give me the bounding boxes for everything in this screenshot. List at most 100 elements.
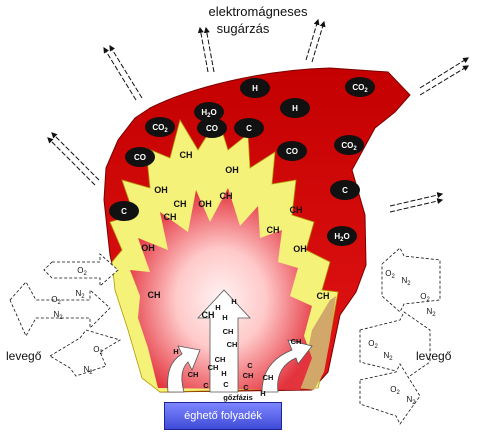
- molecule-10: CO: [197, 118, 227, 138]
- molecule-7: C: [234, 118, 264, 138]
- rad-arrow-2: [203, 26, 215, 73]
- vapor-species-13: CH: [263, 373, 274, 382]
- radiation-arrows: [47, 18, 470, 213]
- rad-arrow-7: [47, 137, 96, 186]
- svg-text:C: C: [342, 186, 348, 195]
- molecule-2: H: [240, 78, 270, 98]
- air-arrow-left-2: [9, 281, 111, 337]
- molecule-1: CO2: [145, 117, 175, 137]
- rad-arrow-10: [419, 57, 470, 89]
- svg-text:CO: CO: [286, 147, 298, 156]
- molecule-6: CO2: [334, 135, 364, 155]
- radical-10: CH: [290, 205, 303, 215]
- svg-text:H2O: H2O: [201, 108, 216, 119]
- svg-text:CO2: CO2: [341, 141, 357, 152]
- radical-7: OH: [198, 199, 212, 209]
- vapor-species-9: C: [203, 381, 209, 390]
- radical-12: CH: [267, 225, 280, 235]
- vapor-species-7: CH: [188, 370, 199, 379]
- vapor-species-5: CH: [227, 340, 238, 349]
- vapor-arrow-right: [261, 339, 313, 393]
- molecule-13: H2O: [327, 226, 357, 246]
- title-line-2: sugárzás: [217, 21, 270, 36]
- title-line-1: elektromágneses: [209, 4, 308, 19]
- radical-11: OH: [293, 244, 307, 254]
- air-species-12: N2: [383, 351, 393, 362]
- vapor-arrows: [167, 289, 313, 393]
- molecule-4: H: [280, 98, 310, 118]
- flame-shadow: [300, 296, 336, 390]
- vapor-species-10: C: [223, 380, 229, 389]
- radical-9: CH: [148, 290, 161, 300]
- vapor-label: gőzfázis: [223, 393, 253, 402]
- vapor-species-1: H: [215, 303, 220, 312]
- svg-text:C: C: [246, 124, 252, 133]
- inner-flame-core: [130, 188, 312, 390]
- air-species-1: O2: [77, 266, 87, 277]
- vapor-species-3: H: [222, 313, 227, 322]
- air-species-3: O2: [51, 295, 61, 306]
- radical-1: CH: [180, 150, 193, 160]
- air-arrow-right-2: [359, 311, 431, 381]
- radical-8: CH: [164, 212, 177, 222]
- rad-arrow-9: [419, 65, 470, 96]
- svg-text:CO: CO: [134, 153, 146, 162]
- vapor-species-17: H: [221, 369, 226, 378]
- rad-arrow-11: [389, 198, 444, 213]
- vapor-species-14: C: [243, 383, 249, 392]
- svg-text:CO2: CO2: [352, 83, 368, 94]
- air-species-2: N2: [75, 289, 85, 300]
- air-species-8: N2: [401, 276, 411, 287]
- air-species-7: O2: [385, 269, 395, 280]
- air-species-10: N2: [426, 307, 436, 318]
- air-arrow-left-3: [49, 329, 121, 377]
- vapor-species-11: CH: [215, 355, 226, 364]
- rad-arrow-1: [197, 26, 209, 73]
- left-air-label: levegő: [6, 349, 42, 363]
- rad-arrow-5: [103, 46, 137, 101]
- rad-arrow-4: [311, 20, 326, 63]
- air-species-13: O2: [390, 385, 400, 396]
- molecule-3: H2O: [194, 102, 224, 122]
- air-species-11: O2: [368, 339, 378, 350]
- vapor-species-2: H: [231, 297, 236, 306]
- vapor-species-4: CH: [223, 327, 234, 336]
- radical-13: CH: [317, 291, 330, 301]
- radical-5: OH: [225, 165, 239, 175]
- vapor-arrow-center: [197, 289, 251, 393]
- radical-14: CH: [202, 310, 215, 320]
- radical-3: OH: [141, 243, 155, 253]
- vapor-species-15: H: [260, 389, 265, 398]
- svg-text:H: H: [292, 104, 298, 113]
- air-arrows: [9, 247, 441, 425]
- molecule-5: CO2: [345, 77, 375, 97]
- svg-text:CO: CO: [206, 124, 218, 133]
- molecule-12: C: [330, 180, 360, 200]
- air-species-14: N2: [406, 395, 416, 406]
- rad-arrow-6: [109, 44, 143, 99]
- rad-arrow-12: [389, 192, 444, 207]
- rad-arrow-3: [305, 18, 320, 61]
- svg-text:H: H: [252, 84, 258, 93]
- air-species-9: O2: [420, 292, 430, 303]
- liquid-fuel-label: éghető folyadék: [164, 402, 282, 430]
- rad-arrow-8: [51, 132, 100, 181]
- right-air-label: levegő: [416, 349, 452, 363]
- molecule-8: CO: [125, 147, 155, 167]
- air-species-6: N2: [83, 365, 93, 376]
- vapor-species-12: CH: [243, 371, 254, 380]
- svg-text:H2O: H2O: [334, 232, 349, 243]
- molecule-9: CO: [277, 141, 307, 161]
- radical-4: CH: [174, 199, 187, 209]
- svg-text:CO2: CO2: [152, 123, 168, 134]
- radical-6: CH: [220, 191, 233, 201]
- air-species-4: N2: [53, 310, 63, 321]
- vapor-species-6: H: [173, 347, 178, 356]
- vapor-species-18: CH: [291, 337, 302, 346]
- svg-text:C: C: [121, 207, 127, 216]
